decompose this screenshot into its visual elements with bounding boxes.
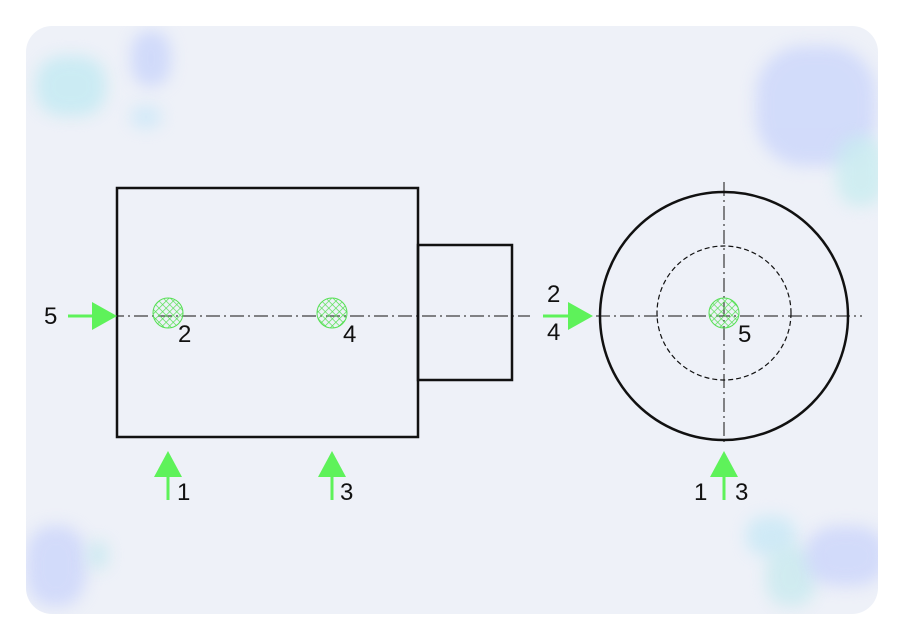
arrow-icon <box>68 302 117 330</box>
arrow-icon <box>318 451 346 500</box>
arrow-label: 1 <box>177 479 190 506</box>
arrow-label: 1 <box>694 479 707 506</box>
decor-blob <box>806 526 878 586</box>
shaft-rect <box>416 243 514 382</box>
locating-point-2 <box>152 297 184 329</box>
decor-blob <box>836 136 878 206</box>
locating-point-5 <box>708 297 740 329</box>
arrow-icon <box>543 302 593 330</box>
side-view: 2 4 5 1 3 <box>44 186 530 506</box>
decor-blob <box>26 526 86 606</box>
arrow-label: 3 <box>340 479 353 506</box>
arrow-label: 3 <box>735 479 748 506</box>
point-label: 4 <box>343 321 356 348</box>
decor-blob <box>88 541 108 569</box>
arrow-icon <box>154 451 182 500</box>
arrow-label: 2 <box>547 281 560 308</box>
decor-blob <box>36 56 106 116</box>
locating-point-4 <box>316 297 348 329</box>
arrow-label: 4 <box>547 319 560 346</box>
center-label: 5 <box>738 321 751 348</box>
decor-blob <box>131 106 161 128</box>
end-view: 5 2 4 1 3 <box>543 182 862 506</box>
locator-label-left: 5 <box>44 303 57 330</box>
decor-blob <box>131 31 171 86</box>
arrow-icon <box>710 451 738 500</box>
point-label: 2 <box>178 321 191 348</box>
